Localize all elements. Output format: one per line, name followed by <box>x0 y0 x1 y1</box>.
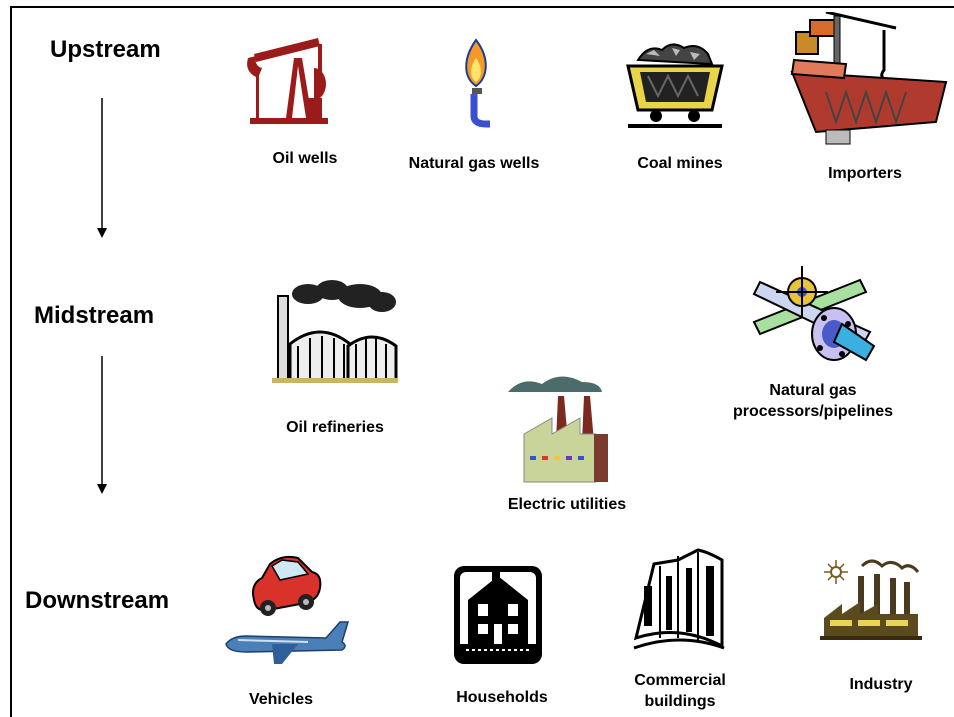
label-coal-mines: Coal mines <box>637 155 723 172</box>
label-importers: Importers <box>828 165 902 182</box>
stage-midstream: Midstream <box>34 302 155 329</box>
diagram-frame <box>10 6 954 717</box>
power-plant-icon <box>508 376 608 483</box>
gas-flame-icon <box>465 38 490 128</box>
down-arrow-upstream-to-midstream <box>97 98 107 238</box>
label-commercial-line2: buildings <box>644 693 716 710</box>
label-gas-processors-line2: processors/pipelines <box>732 403 894 420</box>
down-arrow-midstream-to-downstream <box>97 356 107 494</box>
label-oil-refineries: Oil refineries <box>286 419 384 436</box>
oil-pumpjack-icon <box>247 38 328 124</box>
label-natural-gas-wells: Natural gas wells <box>408 155 540 172</box>
label-oil-wells: Oil wells <box>272 150 338 167</box>
pipeline-valve-icon <box>752 266 876 362</box>
airplane-icon <box>225 621 350 664</box>
label-electric-utilities: Electric utilities <box>507 496 627 513</box>
label-gas-processors-line1: Natural gas <box>769 382 857 399</box>
label-vehicles: Vehicles <box>248 691 314 708</box>
stage-upstream: Upstream <box>50 36 161 63</box>
coal-cart-icon <box>626 43 724 128</box>
label-commercial-line1: Commercial <box>634 672 726 689</box>
label-industry: Industry <box>849 676 913 693</box>
factory-icon <box>820 559 922 640</box>
refinery-tanks-icon <box>272 280 398 383</box>
label-households: Households <box>456 689 548 706</box>
office-building-icon <box>633 548 725 650</box>
house-icon <box>454 566 542 664</box>
stage-downstream: Downstream <box>25 587 170 614</box>
car-icon <box>252 555 322 616</box>
cargo-ship-crane-icon <box>790 12 948 145</box>
